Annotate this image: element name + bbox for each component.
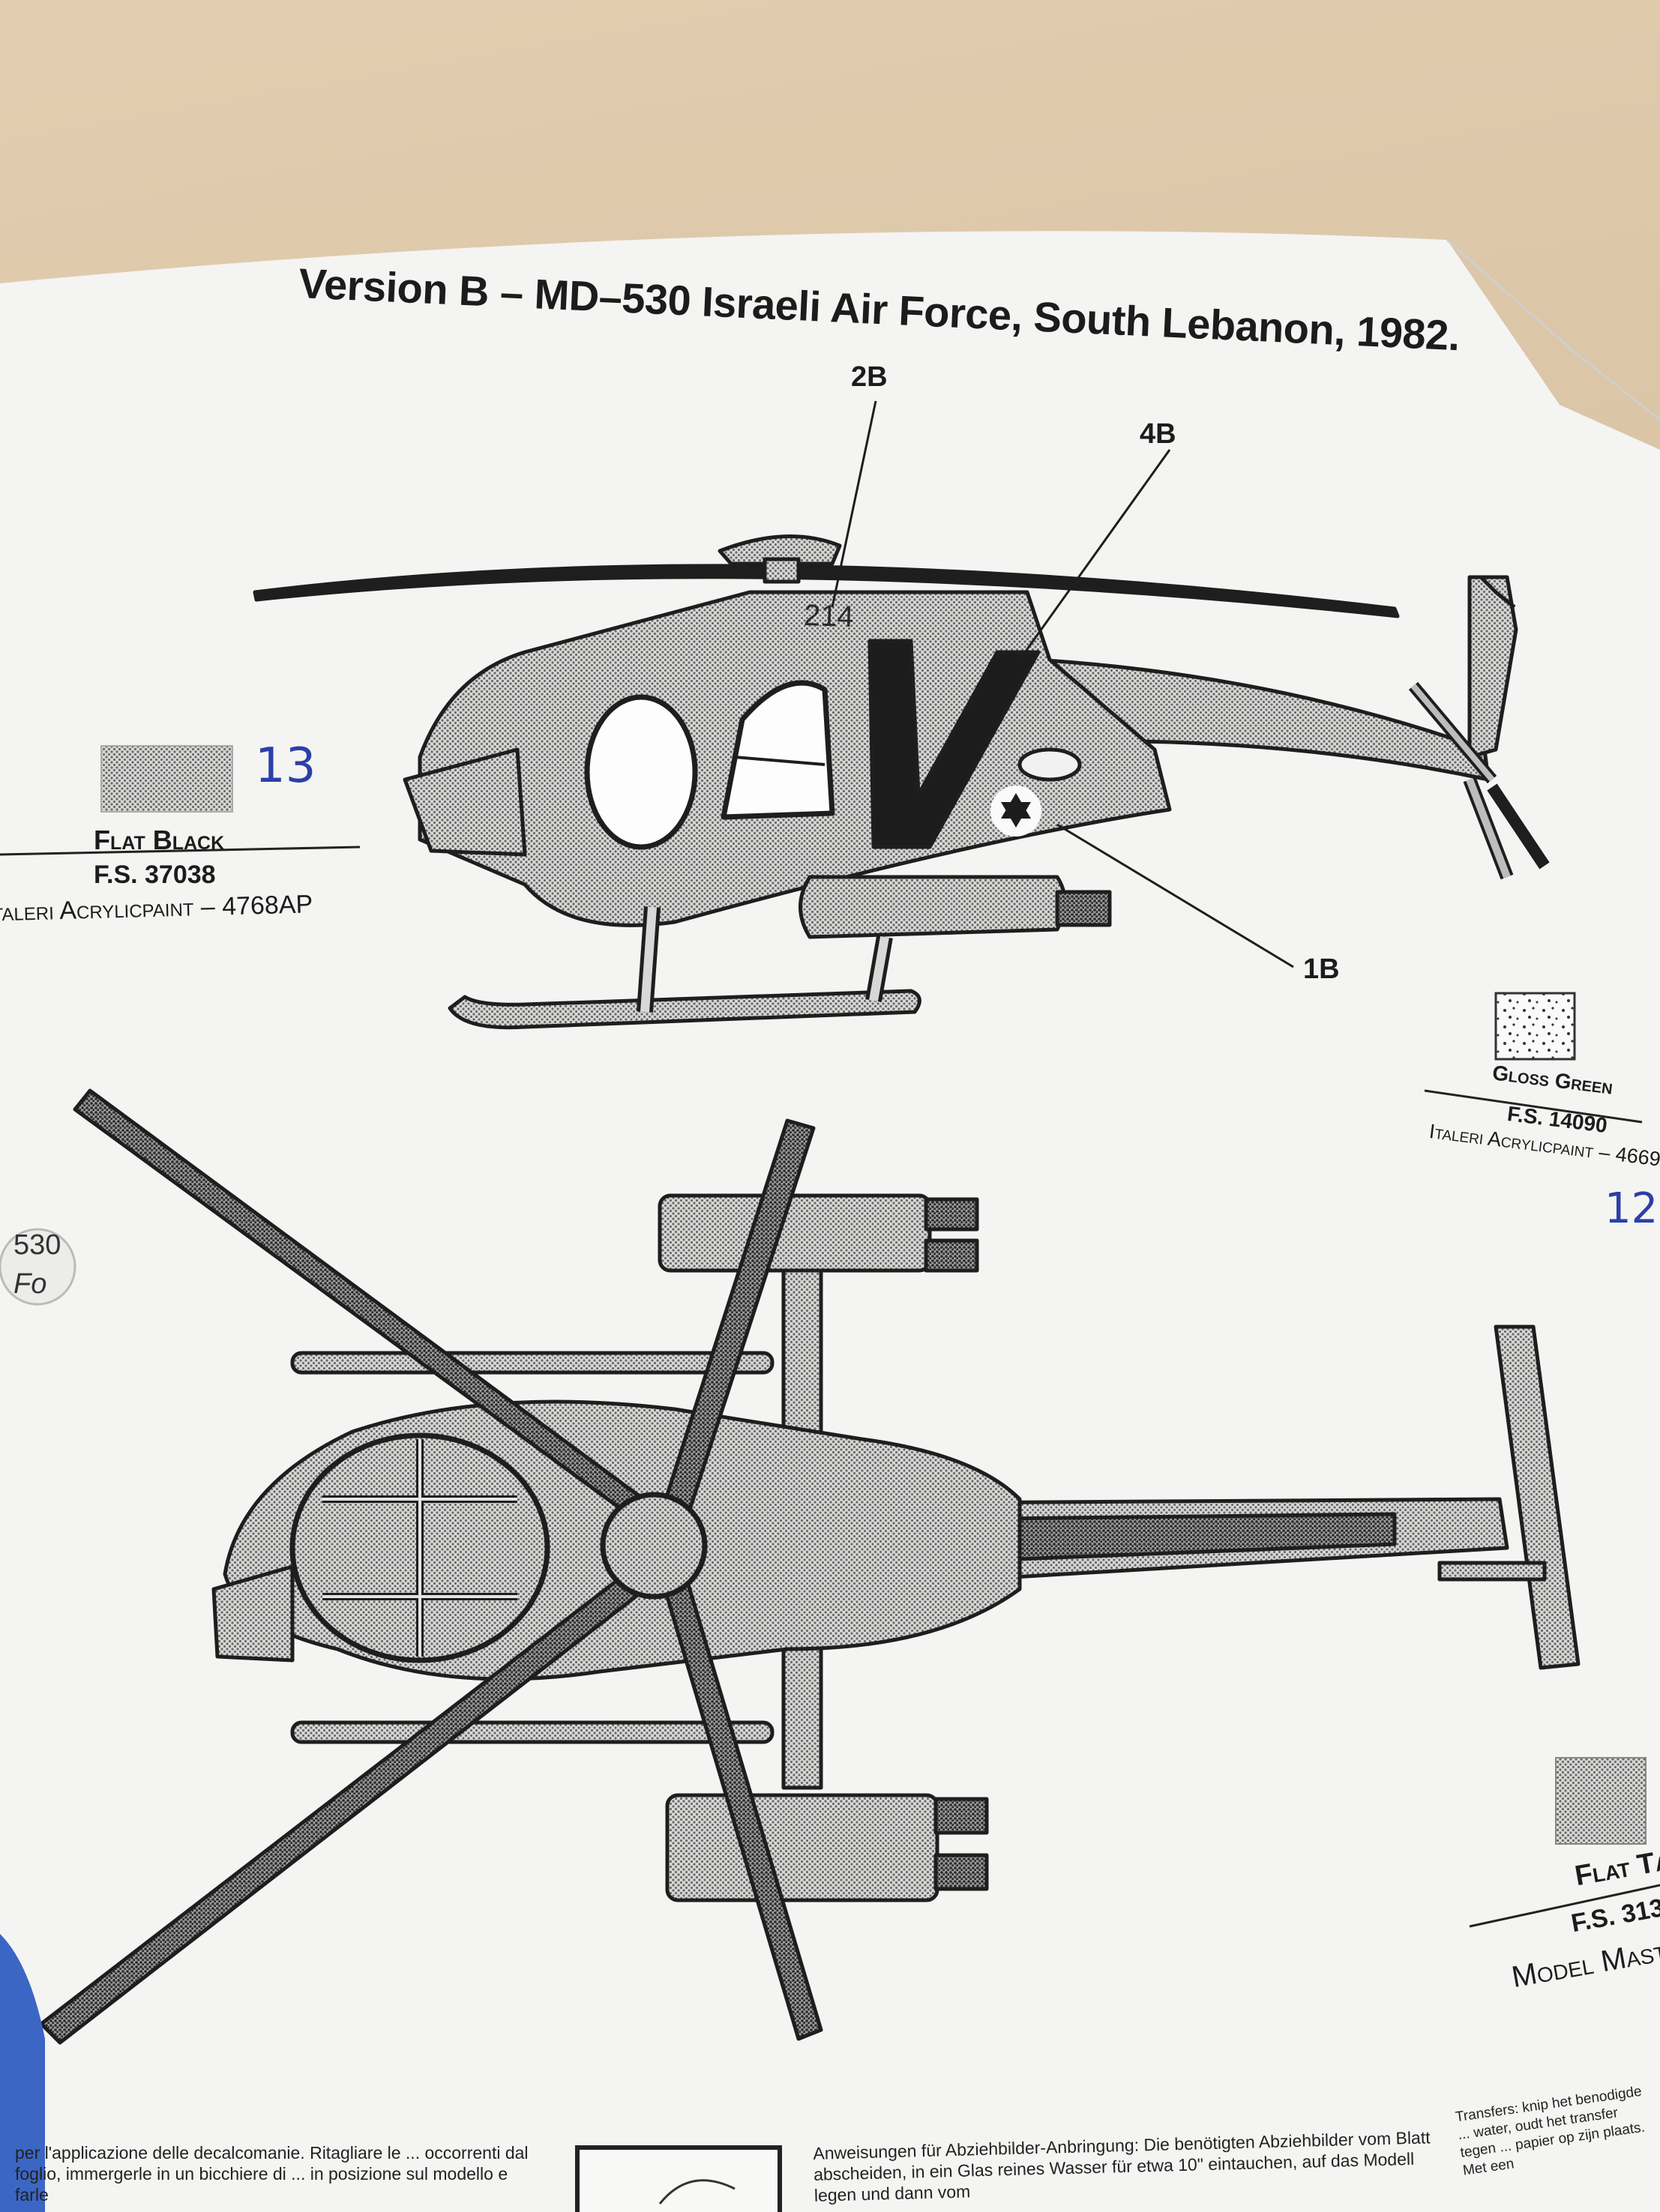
flat-black-fs: F.S. 37038 bbox=[94, 861, 216, 889]
swatch-flat-tan bbox=[1555, 1757, 1647, 1845]
glove bbox=[0, 1934, 45, 2212]
flat-black-name: Flat Black bbox=[94, 825, 225, 855]
swatch-gloss-green bbox=[1494, 992, 1576, 1061]
handwritten-note-120: 120 bbox=[1605, 1184, 1660, 1233]
top-view-helicopter bbox=[39, 1088, 1581, 2045]
callout-2b: 2B bbox=[851, 361, 888, 393]
side-badge-line2: Fo bbox=[13, 1268, 47, 1300]
callout-4b: 4B bbox=[1140, 418, 1176, 450]
tail-number-label: 214 bbox=[803, 598, 855, 634]
swatch-flat-tan-rule bbox=[1469, 1884, 1660, 1928]
swatch-gloss-green-rule bbox=[1424, 1089, 1643, 1124]
side-badge bbox=[0, 1228, 76, 1306]
instructions-italian: per l'applicazione delle decalcomanie. R… bbox=[15, 2143, 529, 2205]
callout-1b: 1B bbox=[1303, 953, 1340, 985]
tail-letter: V bbox=[881, 712, 882, 713]
handwritten-note-13: 13 bbox=[255, 738, 316, 794]
swatch-flat-black-rule bbox=[0, 846, 361, 856]
callout-leaders bbox=[831, 400, 1294, 968]
instruction-illustration-box bbox=[575, 2145, 782, 2212]
side-badge-line1: 530 bbox=[13, 1229, 61, 1261]
swatch-flat-black bbox=[100, 745, 233, 813]
side-view-helicopter bbox=[253, 534, 1550, 1030]
